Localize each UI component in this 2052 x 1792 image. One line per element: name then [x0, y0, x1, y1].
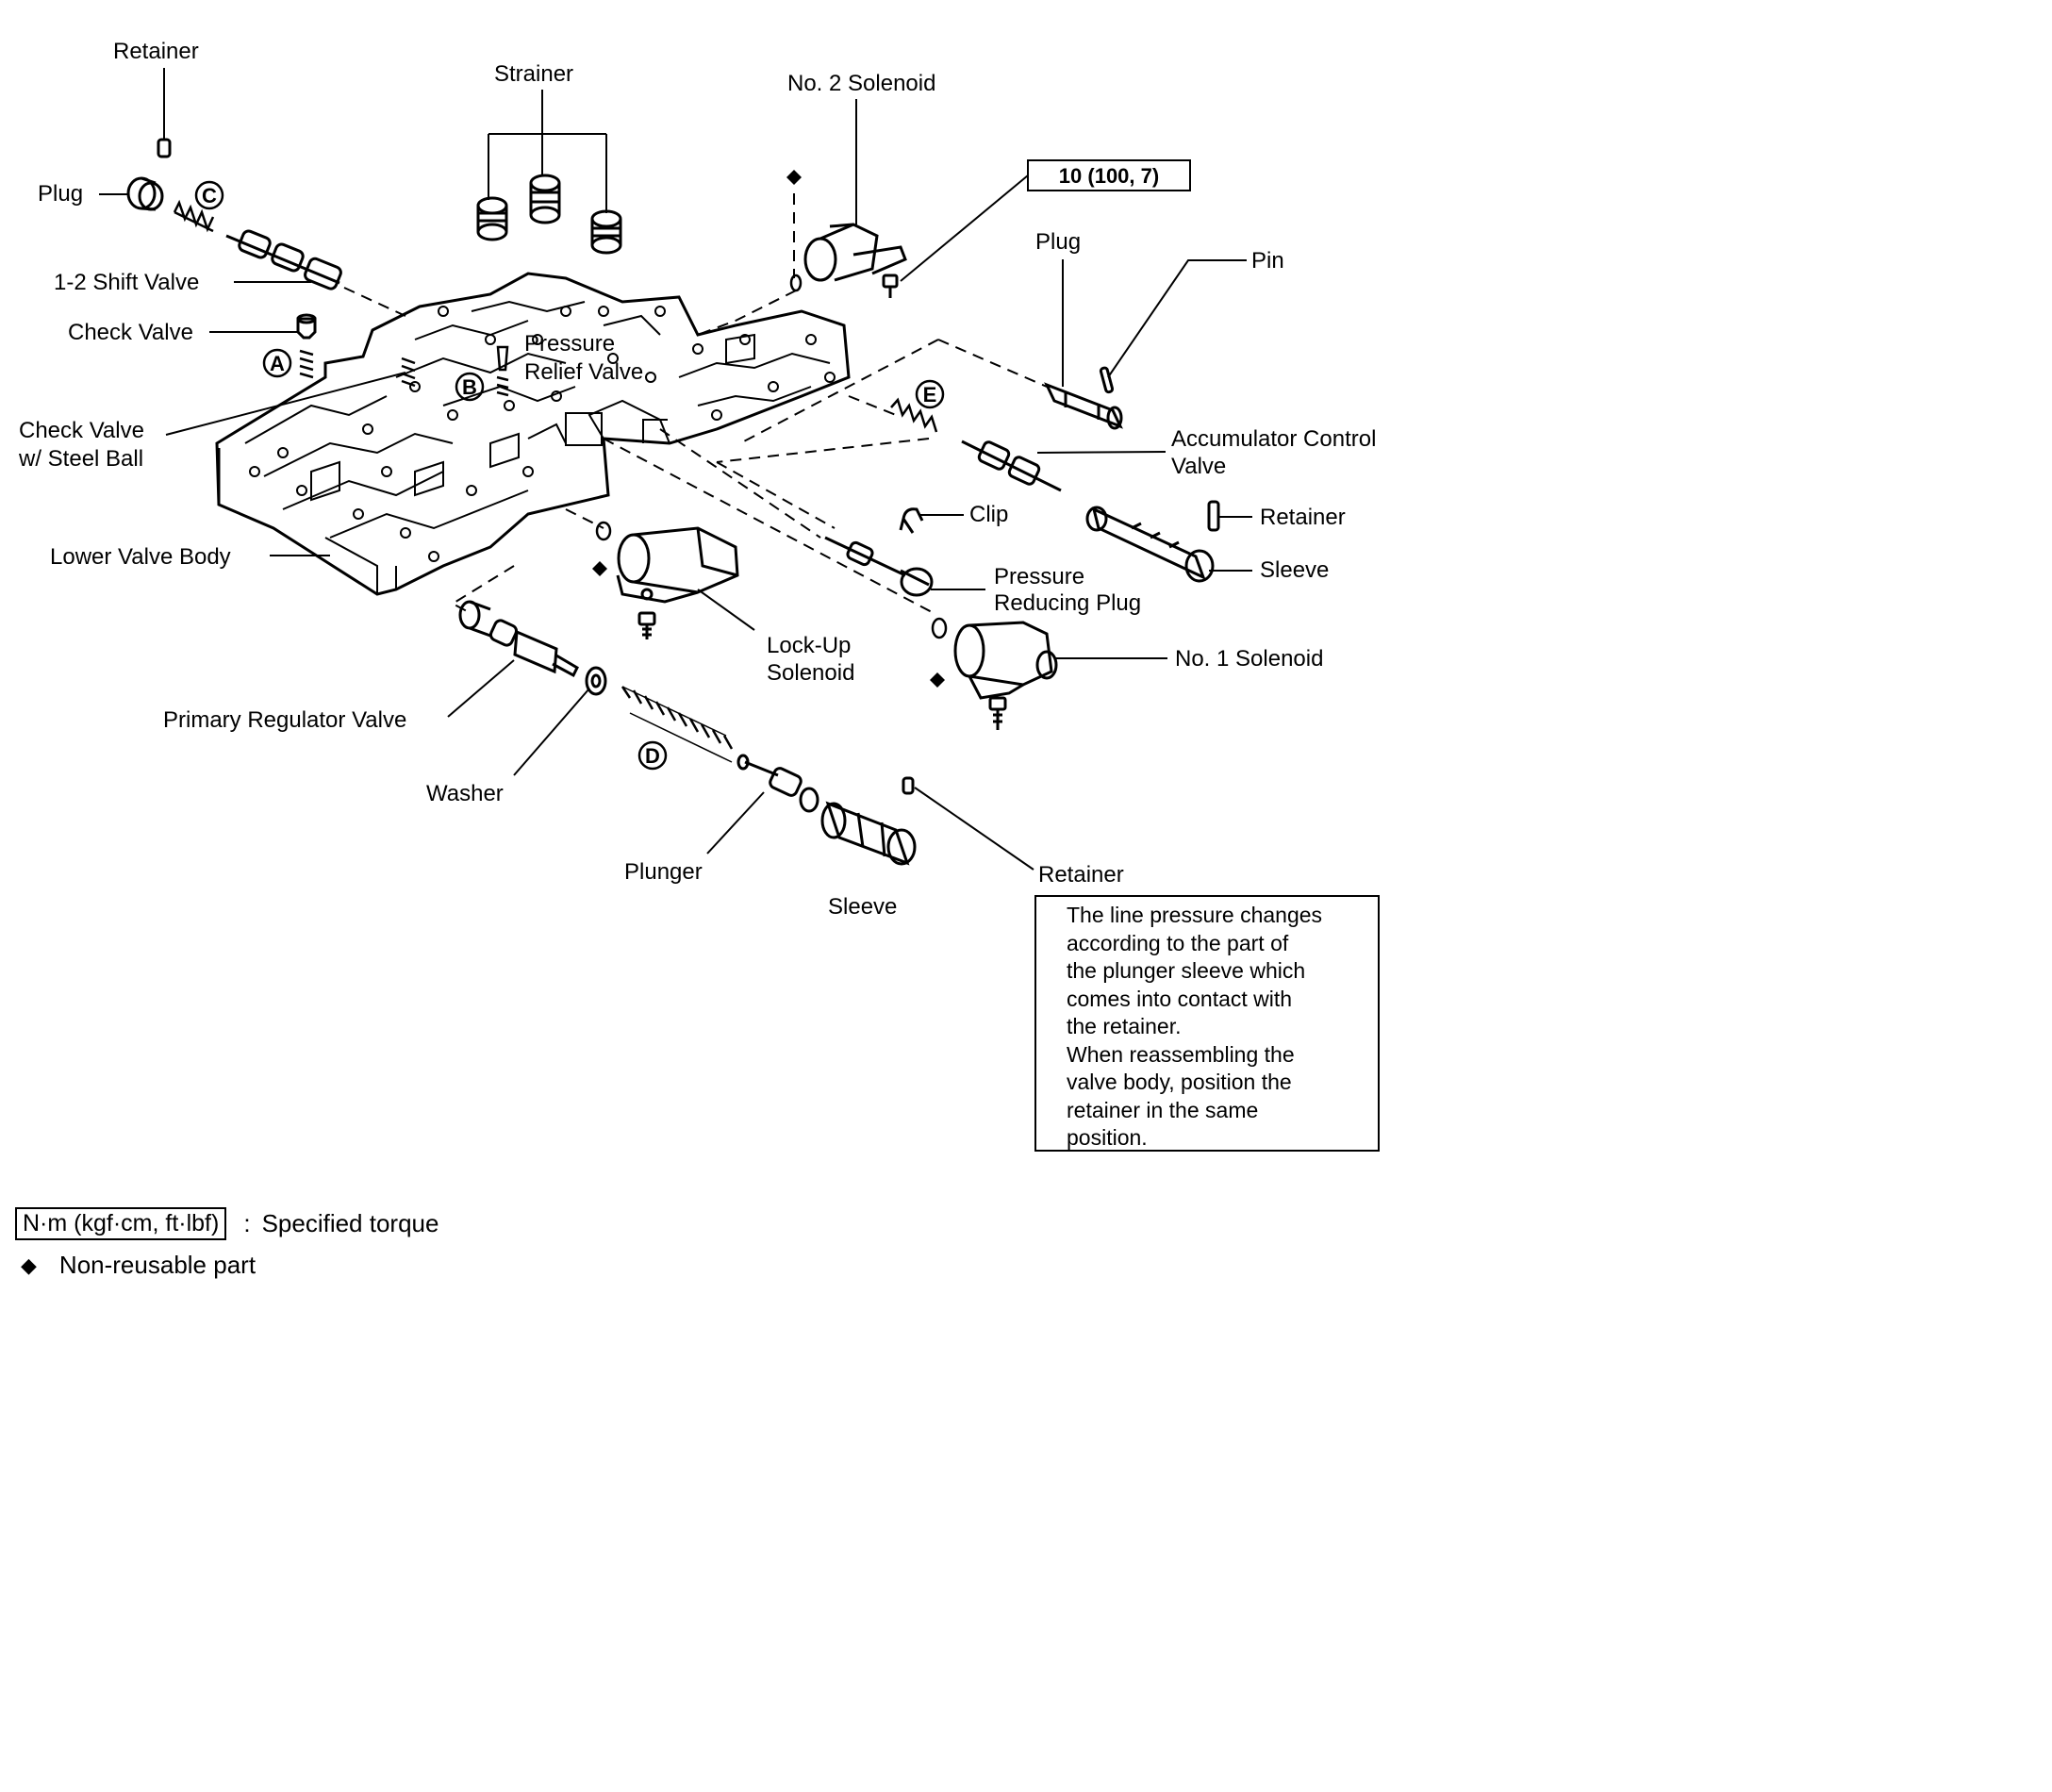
no1-solenoid-part [953, 621, 1058, 700]
oring-lockup-part [595, 521, 612, 541]
legend-torque-unit: N·m (kgf·cm, ft·lbf) [15, 1207, 227, 1240]
strainer-part-3 [590, 209, 622, 255]
shift-valve-part [225, 229, 342, 290]
sleeve-bottom-part [820, 801, 917, 866]
label-no1-solenoid: No. 1 Solenoid [1175, 646, 1323, 672]
label-check-valve-ball-line2: w/ Steel Ball [18, 446, 143, 472]
label-retainer-top: Retainer [113, 39, 199, 64]
pin-part [1099, 366, 1115, 394]
spring-a-part [299, 349, 314, 379]
label-washer: Washer [426, 781, 504, 806]
no1-bolt-part [988, 696, 1007, 730]
no2-solenoid-part [803, 223, 907, 282]
retainer-right-part [1207, 500, 1220, 532]
label-pressure-relief-line1: Pressure [524, 331, 615, 357]
circle-marker-b [455, 372, 485, 402]
valve-body-exploded-diagram: 10 (100, 7) A B C D E Retainer Strainer … [18, 39, 1376, 920]
legend-nonreusable-desc: Non-reusable part [58, 1251, 256, 1279]
check-ball-spring-part [401, 357, 416, 388]
label-lockup-line2: Solenoid [767, 660, 854, 686]
accumulator-valve-part [961, 440, 1062, 492]
retainer-bottom-part [902, 776, 915, 795]
legend-diamond-icon: ◆ [21, 1253, 37, 1277]
label-sleeve-right: Sleeve [1260, 557, 1329, 583]
assembly-dash-lines [343, 193, 1048, 614]
parts-drawing [126, 138, 1220, 866]
pressure-relief-part [496, 345, 509, 397]
primary-regulator-part [458, 600, 579, 678]
diamond-marker-lockup [592, 561, 607, 576]
sleeve-right-part [1085, 506, 1215, 583]
nonreusable-markers [592, 170, 945, 688]
label-retainer-right: Retainer [1260, 505, 1346, 530]
circle-letter-e: E [923, 383, 937, 407]
legend-torque-row: N·m (kgf·cm, ft·lbf) : Specified torque [15, 1207, 439, 1240]
circle-marker-a [262, 348, 292, 378]
part-labels: Retainer Strainer No. 2 Solenoid Plug Pl… [18, 39, 1376, 920]
plug-left-part [126, 176, 164, 211]
label-strainer: Strainer [494, 61, 573, 87]
label-clip: Clip [969, 502, 1008, 527]
legend-separator: : [243, 1209, 251, 1237]
torque-value-box [1027, 159, 1191, 191]
spring-e-part [890, 397, 938, 433]
circled-letters [194, 180, 945, 771]
circle-marker-d [637, 740, 668, 771]
oring-no2-part [789, 274, 803, 292]
circle-letter-a: A [270, 352, 285, 375]
plunger-part [736, 754, 819, 813]
circle-marker-c [194, 180, 224, 210]
oring-no1-part [931, 617, 948, 639]
label-pressure-relief-line2: Relief Valve [524, 359, 643, 385]
no2-bolt-part [882, 274, 899, 298]
label-accumulator-line1: Accumulator Control [1171, 426, 1376, 452]
lockup-solenoid-part [616, 526, 739, 604]
note-box: The line pressure changes according to t… [1034, 895, 1380, 1152]
label-sleeve-bottom: Sleeve [828, 894, 897, 920]
torque-value-label: 10 (100, 7) [1059, 164, 1159, 188]
label-check-valve-ball-line1: Check Valve [19, 418, 144, 443]
spring-c-part [173, 199, 215, 233]
legend-nonreusable-row: ◆ Non-reusable part [21, 1251, 256, 1280]
check-valve-part [296, 313, 317, 340]
clip-part [899, 507, 924, 534]
legend-torque-desc: Specified torque [261, 1209, 439, 1237]
retainer-top-part [157, 138, 172, 158]
plug-right-part [1044, 382, 1123, 430]
label-no2-solenoid: No. 2 Solenoid [787, 71, 935, 96]
lower-valve-body-drawing [215, 272, 851, 596]
lockup-bolt-part [637, 611, 656, 639]
note-text: The line pressure changes according to t… [1067, 903, 1323, 1150]
circle-letter-b: B [462, 375, 477, 399]
label-pressure-reducing-line2: Reducing Plug [994, 590, 1141, 616]
spring-d-part [621, 686, 734, 750]
label-plug-right: Plug [1035, 229, 1081, 255]
leader-lines [99, 68, 1252, 871]
label-retainer-bottom: Retainer [1038, 862, 1124, 888]
label-lockup-line1: Lock-Up [767, 633, 851, 658]
spring-d-outline [621, 686, 733, 763]
washer-part [585, 666, 607, 696]
label-plug-left: Plug [38, 181, 83, 207]
circle-marker-e [915, 379, 945, 409]
circle-letter-d: D [645, 744, 660, 768]
pressure-reducing-plug-part [824, 536, 934, 597]
label-plunger: Plunger [624, 859, 703, 885]
label-primary-regulator: Primary Regulator Valve [163, 707, 406, 733]
diamond-marker-no2 [786, 170, 802, 185]
label-lower-valve-body: Lower Valve Body [50, 544, 231, 570]
label-check-valve: Check Valve [68, 320, 193, 345]
circle-letter-c: C [202, 184, 217, 207]
diamond-marker-no1 [930, 672, 945, 688]
label-accumulator-line2: Valve [1171, 454, 1226, 479]
label-pressure-reducing-line1: Pressure [994, 564, 1084, 589]
label-pin: Pin [1251, 248, 1284, 274]
strainer-part-1 [476, 196, 508, 241]
strainer-part-2 [529, 174, 561, 224]
label-shift-valve: 1-2 Shift Valve [54, 270, 199, 295]
